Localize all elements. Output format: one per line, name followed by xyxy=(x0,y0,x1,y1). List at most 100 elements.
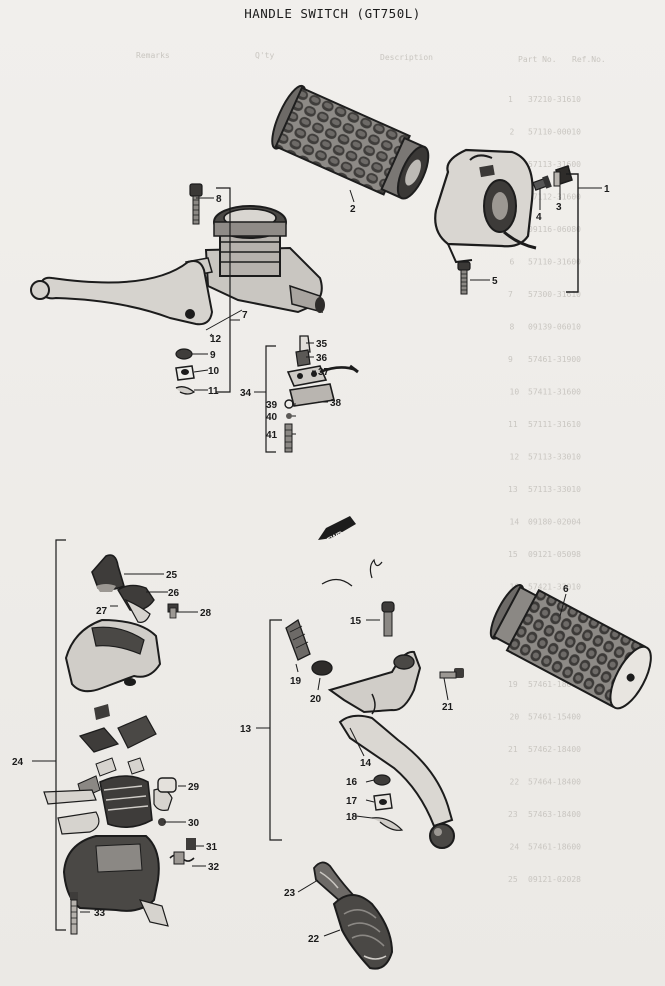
label-part-12: 12 xyxy=(210,334,222,345)
ghost-part-cell: 57110-31600 xyxy=(528,258,581,267)
ghost-part-cell: 09139-06010 xyxy=(528,323,581,332)
label-part-33: 33 xyxy=(94,908,106,919)
screw-part5 xyxy=(457,261,471,295)
ghost-part-cell: 09121-02028 xyxy=(528,875,581,884)
ghost-part-cell: 09121-05098 xyxy=(528,550,581,559)
label-part-30: 30 xyxy=(188,818,200,829)
ghost-ref-cell: 19 xyxy=(508,680,518,689)
ghost-header-desc: Description xyxy=(380,53,433,62)
label-part-6: 6 xyxy=(563,584,569,595)
throttle-grip xyxy=(271,84,430,200)
label-part-15: 15 xyxy=(350,616,362,627)
ghost-part-cell: 57421-33010 xyxy=(528,583,581,592)
label-part-8: 8 xyxy=(216,194,222,205)
label-part-14: 14 xyxy=(360,758,372,769)
label-part-7: 7 xyxy=(242,310,248,321)
ghost-part-cell: 57110-00010 xyxy=(528,128,581,137)
ghost-ref-cell: 8 xyxy=(510,323,515,332)
ghost-part-cell: 57300-31610 xyxy=(528,290,581,299)
label-part-39: 39 xyxy=(266,400,278,411)
label-part-18: 18 xyxy=(346,812,358,823)
washer-part9 xyxy=(175,348,193,360)
ghost-ref-cell: 13 xyxy=(508,485,518,494)
ghost-part-cell: 57461-15400 xyxy=(528,713,581,722)
part-number-labels: 1 2 3 4 5 6 7 8 9 10 11 12 13 14 15 16 1… xyxy=(12,184,610,945)
group-bracket-34 xyxy=(265,345,276,453)
bolt-part8 xyxy=(189,183,203,225)
ghost-ref-cell: 14 xyxy=(510,518,520,527)
label-part-21: 21 xyxy=(442,702,454,713)
cotter-pin-part11 xyxy=(175,386,196,395)
ghost-ref-cell: 21 xyxy=(508,745,518,754)
ghost-part-cell: 57113-33010 xyxy=(528,485,581,494)
right-switch-housing xyxy=(434,148,537,264)
clutch-lever-assembly xyxy=(285,601,464,849)
ghost-ref-cell: 24 xyxy=(510,843,520,852)
label-part-26: 26 xyxy=(168,588,180,599)
label-part-36: 36 xyxy=(316,353,328,364)
ghost-ref-cell: 6 xyxy=(510,258,515,267)
ghost-part-cell: 57461-18600 xyxy=(528,680,581,689)
ghost-part-cell: 57113-33010 xyxy=(528,453,581,462)
label-part-9: 9 xyxy=(210,350,216,361)
ghost-part-cell: 57462-18400 xyxy=(528,745,581,754)
label-part-1: 1 xyxy=(604,184,610,195)
ghost-ref-cell: 10 xyxy=(510,388,520,397)
label-part-17: 17 xyxy=(346,796,358,807)
ghost-ref-cell: 22 xyxy=(510,778,520,787)
ghost-header-remarks: Remarks xyxy=(136,51,170,60)
ghost-part-cell: 37210-31610 xyxy=(528,95,581,104)
label-part-25: 25 xyxy=(166,570,178,581)
label-part-24: 24 xyxy=(12,757,24,768)
ghost-part-cell: 57461-18600 xyxy=(528,843,581,852)
label-part-41: 41 xyxy=(266,430,278,441)
ghost-header-qty: Q'ty xyxy=(255,51,274,60)
ghost-header-part: Part No. xyxy=(518,55,557,64)
label-part-34: 34 xyxy=(240,388,252,399)
label-part-40: 40 xyxy=(266,412,278,423)
ghost-ref-cell: 7 xyxy=(508,290,513,299)
ghost-ref-cell: 20 xyxy=(510,713,520,722)
ghost-part-cell: 57461-31900 xyxy=(528,355,581,364)
ghost-part-cell: 57112-31600 xyxy=(528,193,581,202)
label-part-35: 35 xyxy=(316,339,328,350)
label-part-23: 23 xyxy=(284,888,296,899)
ghost-ref-cell: 23 xyxy=(508,810,518,819)
forward-direction-arrow: FWD xyxy=(318,516,356,545)
label-part-31: 31 xyxy=(206,842,218,853)
label-part-3: 3 xyxy=(556,202,562,213)
group-bracket-1 xyxy=(566,173,579,293)
label-part-37: 37 xyxy=(318,367,330,378)
left-handlebar-grip xyxy=(489,584,652,710)
label-part-10: 10 xyxy=(208,366,220,377)
screw-part4 xyxy=(532,175,552,191)
ghost-ref-cell: 12 xyxy=(510,453,520,462)
clutch-lever-boot xyxy=(313,861,394,970)
label-part-38: 38 xyxy=(330,398,342,409)
ghost-ref-cell: 15 xyxy=(508,550,518,559)
nut-part10 xyxy=(175,365,195,381)
label-part-16: 16 xyxy=(346,777,358,788)
label-part-27: 27 xyxy=(96,606,108,617)
ghost-part-cell: 57111-31610 xyxy=(528,420,581,429)
label-part-28: 28 xyxy=(200,608,212,619)
label-part-19: 19 xyxy=(290,676,302,687)
ghost-ref-cell: 11 xyxy=(508,420,518,429)
group-bracket-7 xyxy=(216,187,231,393)
label-part-20: 20 xyxy=(310,694,322,705)
label-part-2: 2 xyxy=(350,204,356,215)
ghost-ref-cell: 1 xyxy=(508,95,513,104)
ghost-ref-cell: 2 xyxy=(510,128,515,137)
label-part-5: 5 xyxy=(492,276,498,287)
ghost-ref-cell: 9 xyxy=(508,355,513,364)
leader-lines xyxy=(32,184,567,937)
left-switch-parts xyxy=(43,554,196,935)
label-part-4: 4 xyxy=(536,212,542,223)
label-part-29: 29 xyxy=(188,782,200,793)
label-part-13: 13 xyxy=(240,724,252,735)
ghost-part-cell: 57113-31600 xyxy=(528,160,581,169)
ghost-part-cell: 09116-06080 xyxy=(528,225,581,234)
ghost-header-ref: Ref.No. xyxy=(572,55,606,64)
front-brake-lever xyxy=(30,260,214,326)
